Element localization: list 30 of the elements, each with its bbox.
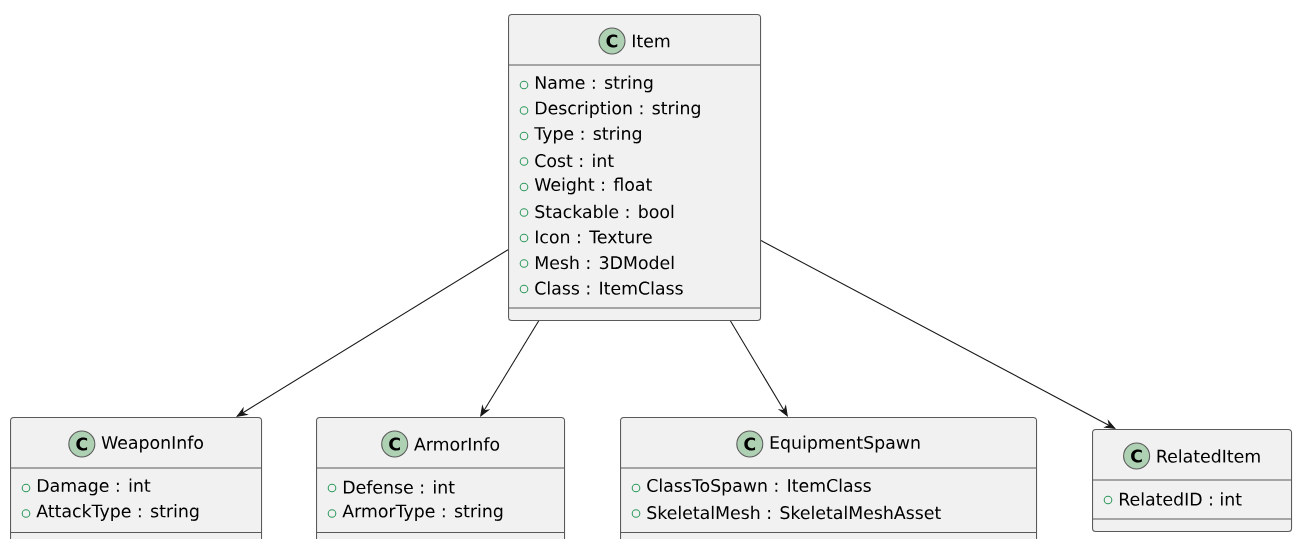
arrow [480,320,540,417]
attribute: Name : string [519,75,653,93]
class-name: EquipmentSpawn [770,435,920,453]
attribute: Mesh : 3DModel [519,255,674,270]
class-name: ArmorInfo [414,437,500,451]
arrow [760,240,1116,429]
attribute: RelatedID : int [1103,492,1242,506]
attribute: SkeletalMesh : SkeletalMeshAsset [631,505,941,520]
class-name: Item [633,34,670,48]
attribute: ClassToSpawn : ItemClass [631,478,871,496]
arrow [236,249,509,417]
arrow [729,320,788,417]
class-name: WeaponInfo [101,435,203,453]
attribute: Weight : float [519,177,652,195]
attribute: Description : string [519,101,700,118]
attribute: Type : string [519,126,641,144]
class-box [9,417,263,539]
attribute: Damage : int [21,478,151,496]
attribute: Stackable : bool [519,204,674,219]
attribute: Cost : int [519,153,614,168]
attribute: Icon : Texture [519,230,652,244]
attribute: Defense : int [327,480,455,494]
attribute: AttackType : string [21,504,199,521]
class-box [619,417,1038,539]
class-box [507,14,762,322]
attribute: Class : ItemClass [519,281,683,295]
attribute: ArmorType : string [327,504,503,521]
class-name: RelatedItem [1157,449,1260,463]
class-box [1091,429,1293,533]
class-box [315,417,566,539]
